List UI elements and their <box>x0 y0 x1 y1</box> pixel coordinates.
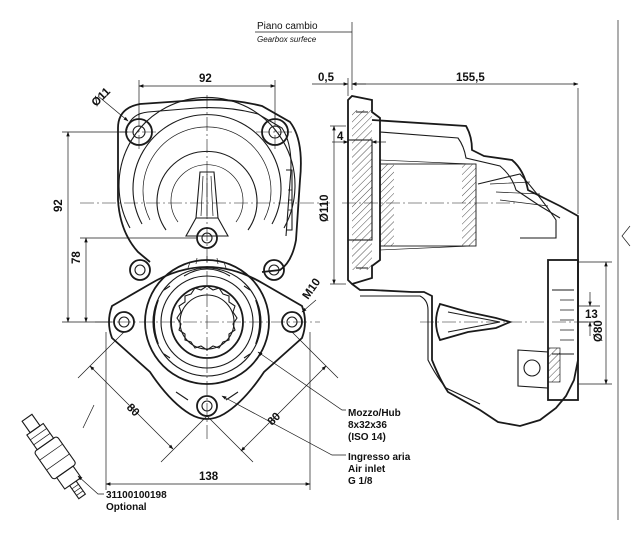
dim-step: 13 <box>585 309 598 321</box>
svg-text:Optional: Optional <box>106 502 147 513</box>
dim-thread: M10 <box>301 277 324 302</box>
side-dimensions <box>255 31 612 385</box>
dim-flange-thk: 4 <box>337 131 344 143</box>
svg-text:G 1/8: G 1/8 <box>348 476 373 487</box>
callout-air-inlet: Ingresso aria Air inlet G 1/8 <box>348 452 411 487</box>
callout-hub: Mozzo/Hub 8x32x36 (ISO 14) <box>348 408 401 443</box>
svg-text:8x32x36: 8x32x36 <box>348 420 387 431</box>
dim-offset: 0,5 <box>318 72 335 84</box>
front-dimensions <box>62 80 346 495</box>
svg-text:Ingresso aria: Ingresso aria <box>348 452 411 463</box>
svg-text:31100100198: 31100100198 <box>106 490 167 501</box>
dim-left-height: 92 <box>53 199 65 212</box>
callout-optional: 31100100198 Optional <box>106 490 167 513</box>
svg-text:Mozzo/Hub: Mozzo/Hub <box>348 408 401 419</box>
dim-inner-height: 78 <box>71 251 83 264</box>
header-title: Piano cambio <box>257 21 318 32</box>
dim-diag-left: 80 <box>124 402 142 420</box>
dim-length: 155,5 <box>456 72 485 84</box>
dim-diameter-110: Ø110 <box>319 195 331 223</box>
header-subtitle: Gearbox surfece <box>257 35 317 44</box>
optional-fitting <box>21 413 87 500</box>
svg-text:(ISO 14): (ISO 14) <box>348 432 386 443</box>
svg-text:Air inlet: Air inlet <box>348 464 386 475</box>
dim-top-width: 92 <box>199 73 212 85</box>
dim-bottom-width: 138 <box>199 471 219 483</box>
dim-diag-right: 80 <box>266 411 284 429</box>
dim-diameter-80: Ø80 <box>593 320 605 342</box>
side-view <box>342 20 631 520</box>
front-view <box>80 95 330 440</box>
